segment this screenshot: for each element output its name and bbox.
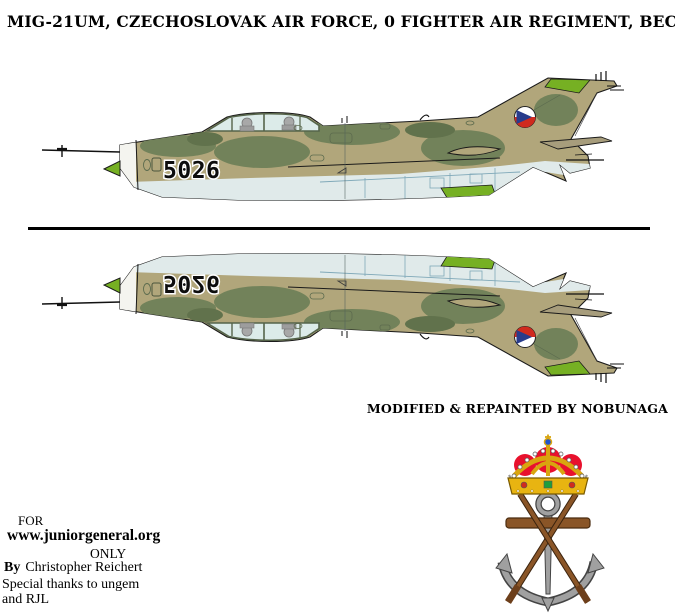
divider-line (28, 227, 650, 230)
credit-thanks-2: and RJL (2, 592, 50, 607)
anchor-flukes (495, 552, 605, 613)
anchor-stock (505, 517, 591, 529)
modified-by-line: MODIFIED & REPAINTED BY NOBUNAGA (366, 401, 668, 416)
credit-author-line: By Christopher Reichert (4, 560, 142, 576)
page-title: MIG-21UM, CZECHOSLOVAK AIR FORCE, 0 FIGH… (7, 12, 675, 31)
credit-only: ONLY (90, 546, 127, 561)
aircraft-profile-bottom-mirrored (0, 234, 675, 394)
crown-orb (543, 437, 553, 447)
crossed-rifles (505, 474, 591, 604)
credit-author: Christopher Reichert (25, 560, 143, 575)
credit-site: www.juniorgeneral.org (7, 527, 161, 544)
aircraft-profile-top (0, 60, 675, 220)
credit-thanks-1: Special thanks to ungem (2, 577, 140, 592)
crown-anchor-crossed-rifles-crest-icon (495, 434, 605, 613)
credit-by-label: By (4, 560, 21, 575)
royal-crown (507, 434, 589, 495)
credit-for: FOR (18, 513, 44, 528)
